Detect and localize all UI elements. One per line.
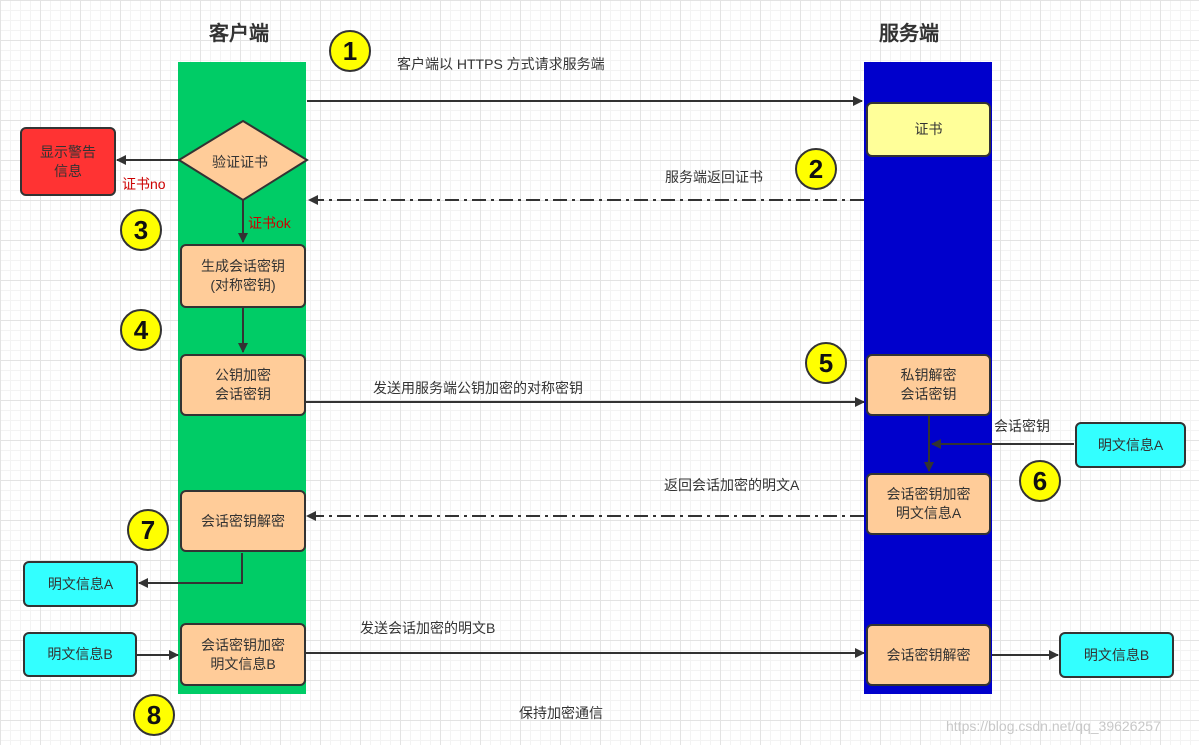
server-plain-a-box: 明文信息A — [1075, 422, 1186, 468]
watermark: https://blog.csdn.net/qq_39626257 — [946, 718, 1161, 734]
step-badge-3: 3 — [120, 209, 162, 251]
certificate-box: 证书 — [866, 102, 991, 157]
server-heading: 服务端 — [879, 23, 939, 45]
cert-no-label: 证书no — [122, 176, 166, 192]
server-plain-b-box: 明文信息B — [1059, 632, 1174, 678]
private-key-decrypt-box: 私钥解密 会话密钥 — [866, 354, 991, 416]
step-badge-2: 2 — [795, 148, 837, 190]
return-plain-a-label: 返回会话加密的明文A — [664, 477, 800, 493]
gen-session-key-box: 生成会话密钥 (对称密钥) — [180, 244, 306, 308]
client-decrypt-box: 会话密钥解密 — [180, 490, 306, 552]
step-badge-6: 6 — [1019, 460, 1061, 502]
step-badge-8: 8 — [133, 694, 175, 736]
keep-secure-label: 保持加密通信 — [519, 705, 603, 721]
return-cert-label: 服务端返回证书 — [665, 169, 763, 185]
request-label: 客户端以 HTTPS 方式请求服务端 — [397, 56, 605, 72]
client-plain-a-box: 明文信息A — [23, 561, 138, 607]
client-encrypt-b-box: 会话密钥加密 明文信息B — [180, 623, 306, 686]
show-warning-box: 显示警告 信息 — [20, 127, 116, 196]
server-encrypt-a-box: 会话密钥加密 明文信息A — [866, 473, 991, 535]
public-key-encrypt-box: 公钥加密 会话密钥 — [180, 354, 306, 416]
step-badge-5: 5 — [805, 342, 847, 384]
send-key-label: 发送用服务端公钥加密的对称密钥 — [373, 380, 583, 396]
cert-ok-label: 证书ok — [248, 215, 291, 231]
step-badge-7: 7 — [127, 509, 169, 551]
verify-cert-label: 验证证书 — [212, 154, 268, 170]
server-decrypt-box: 会话密钥解密 — [866, 624, 991, 686]
arrow-decrypt-to-plain-a — [138, 553, 243, 588]
send-plain-b-label: 发送会话加密的明文B — [360, 620, 496, 636]
session-key-label: 会话密钥 — [994, 418, 1050, 434]
step-badge-4: 4 — [120, 309, 162, 351]
client-plain-b-box: 明文信息B — [23, 632, 137, 677]
client-heading: 客户端 — [209, 23, 269, 45]
step-badge-1: 1 — [329, 30, 371, 72]
